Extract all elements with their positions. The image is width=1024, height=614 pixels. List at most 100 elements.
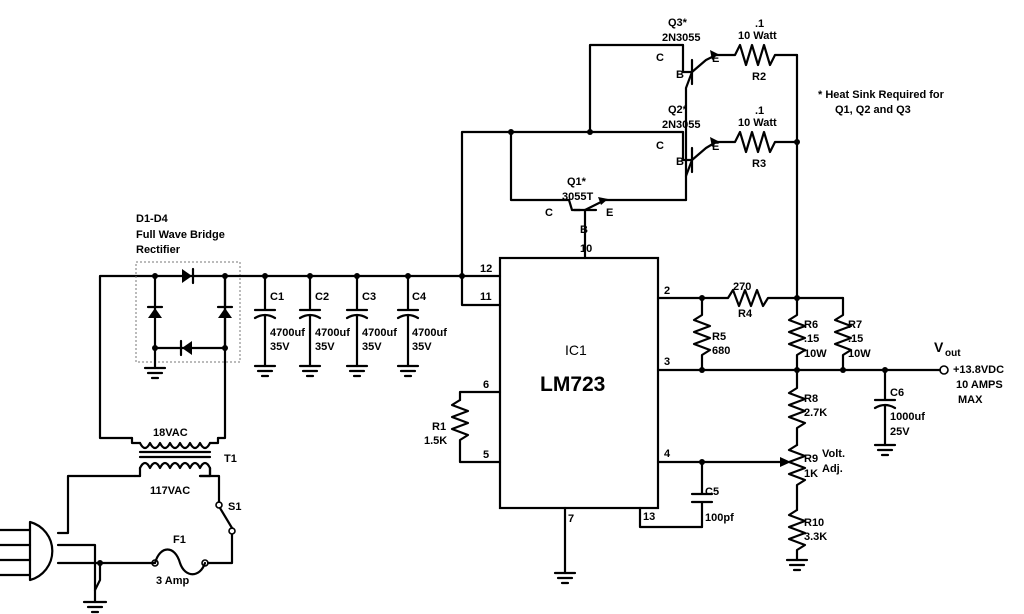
c1-value: 4700uf: [270, 327, 305, 339]
capacitor-c5: [690, 460, 714, 529]
c2-voltage: 35V: [315, 341, 335, 353]
r7-ref: R7: [848, 319, 862, 331]
capacitor-c3: [345, 273, 369, 378]
vout-main: V: [934, 339, 944, 355]
pin-4: 4: [664, 448, 671, 460]
resistor-r6: [787, 296, 807, 372]
r1-ref: R1: [432, 421, 446, 433]
ic1-ref: IC1: [565, 342, 587, 358]
r5-ref: R5: [712, 331, 726, 343]
c1-voltage: 35V: [270, 341, 290, 353]
pin-3: 3: [664, 356, 670, 368]
transformer-ref: T1: [224, 453, 237, 465]
r5-value: 680: [712, 345, 730, 357]
q3-ref: Q3*: [668, 17, 688, 29]
resistor-r2: [714, 43, 799, 67]
ac-input-section: F1 3 Amp S1: [0, 474, 241, 614]
transformer-primary: 117VAC: [150, 485, 190, 497]
c4-ref: C4: [412, 291, 427, 303]
pin-11: 11: [480, 291, 492, 303]
pin-13: 13: [643, 511, 655, 523]
resistor-r8: [787, 368, 807, 447]
capacitor-c6: [873, 368, 897, 457]
resistor-r1: [450, 398, 502, 464]
r2-ref: R2: [752, 71, 766, 83]
r3-ref: R3: [752, 158, 766, 170]
q2-pin-e: E: [712, 141, 719, 153]
resistor-r4: [700, 288, 799, 308]
rectifier-ref: D1-D4: [136, 213, 169, 225]
potentiometer-r9: [787, 443, 807, 512]
q1-pin-c: C: [545, 207, 553, 219]
q3-pin-c: C: [656, 52, 664, 64]
ic1-part: LM723: [540, 373, 605, 396]
transistor-q1: [567, 197, 688, 260]
output-terminal-icon: [939, 365, 949, 375]
resistor-r5: [692, 296, 712, 372]
switch-ref: S1: [228, 501, 241, 513]
pin-10: 10: [580, 243, 592, 255]
transformer-secondary: 18VAC: [153, 427, 188, 439]
r8-value: 2.7K: [804, 407, 827, 419]
rectifier-line2: Rectifier: [136, 244, 181, 256]
capacitor-c4: [396, 273, 420, 378]
pin-7: 7: [568, 513, 574, 525]
ic1-body: [498, 256, 660, 510]
c2-value: 4700uf: [315, 327, 350, 339]
resistor-r10: [785, 508, 809, 572]
ground-icon: [82, 600, 108, 614]
c5-value: 100pf: [705, 512, 734, 524]
rectifier-line1: Full Wave Bridge: [136, 229, 225, 241]
fuse-icon: [151, 548, 209, 576]
q2-pin-c: C: [656, 140, 664, 152]
capacitor-c2: [298, 273, 322, 378]
r6-power: 10W: [804, 348, 827, 360]
q1-pin-e: E: [606, 207, 613, 219]
heat-sink-note-line2: Q1, Q2 and Q3: [835, 104, 911, 116]
r10-value: 3.3K: [804, 531, 827, 543]
r4-value: 270: [733, 281, 751, 293]
r9-ref: R9: [804, 453, 818, 465]
q1-part: 3055T: [562, 191, 593, 203]
q2-part: 2N3055: [662, 119, 701, 131]
q2-pin-b: B: [676, 156, 684, 168]
r3-value: .1: [755, 105, 764, 117]
fuse-ref: F1: [173, 534, 186, 546]
q1-pin-b: B: [580, 224, 588, 236]
output-current: 10 AMPS: [956, 379, 1003, 391]
r6-value: .15: [804, 333, 819, 345]
q2-ref: Q2*: [668, 104, 688, 116]
c6-ref: C6: [890, 387, 904, 399]
transformer: 18VAC 117VAC T1: [130, 427, 237, 497]
r7-value: .15: [848, 333, 863, 345]
pin-12: 12: [480, 263, 492, 275]
r2-power: 10 Watt: [738, 30, 777, 42]
r1-value: 1.5K: [424, 435, 447, 447]
r8-ref: R8: [804, 393, 818, 405]
c4-value: 4700uf: [412, 327, 447, 339]
output-max: MAX: [958, 394, 983, 406]
r3-power: 10 Watt: [738, 117, 777, 129]
vout-sub: out: [945, 348, 961, 359]
r10-ref: R10: [804, 517, 824, 529]
r9-label2: Adj.: [822, 463, 843, 475]
output-voltage: +13.8VDC: [953, 364, 1004, 376]
c4-voltage: 35V: [412, 341, 432, 353]
plug-icon: [28, 520, 54, 582]
q3-pin-e: E: [712, 53, 719, 65]
q3-pin-b: B: [676, 69, 684, 81]
resistor-r7: [833, 296, 853, 372]
c3-value: 4700uf: [362, 327, 397, 339]
c1-ref: C1: [270, 291, 284, 303]
capacitor-c1: [253, 273, 277, 378]
r2-value: .1: [755, 18, 764, 30]
r9-label1: Volt.: [822, 448, 845, 460]
c3-ref: C3: [362, 291, 376, 303]
c5-ref: C5: [705, 486, 719, 498]
bridge-rectifier: [135, 261, 241, 380]
c6-voltage: 25V: [890, 426, 910, 438]
c2-ref: C2: [315, 291, 329, 303]
heat-sink-note-line1: * Heat Sink Required for: [818, 89, 945, 101]
pin-6: 6: [483, 379, 489, 391]
pin-5: 5: [483, 449, 489, 461]
